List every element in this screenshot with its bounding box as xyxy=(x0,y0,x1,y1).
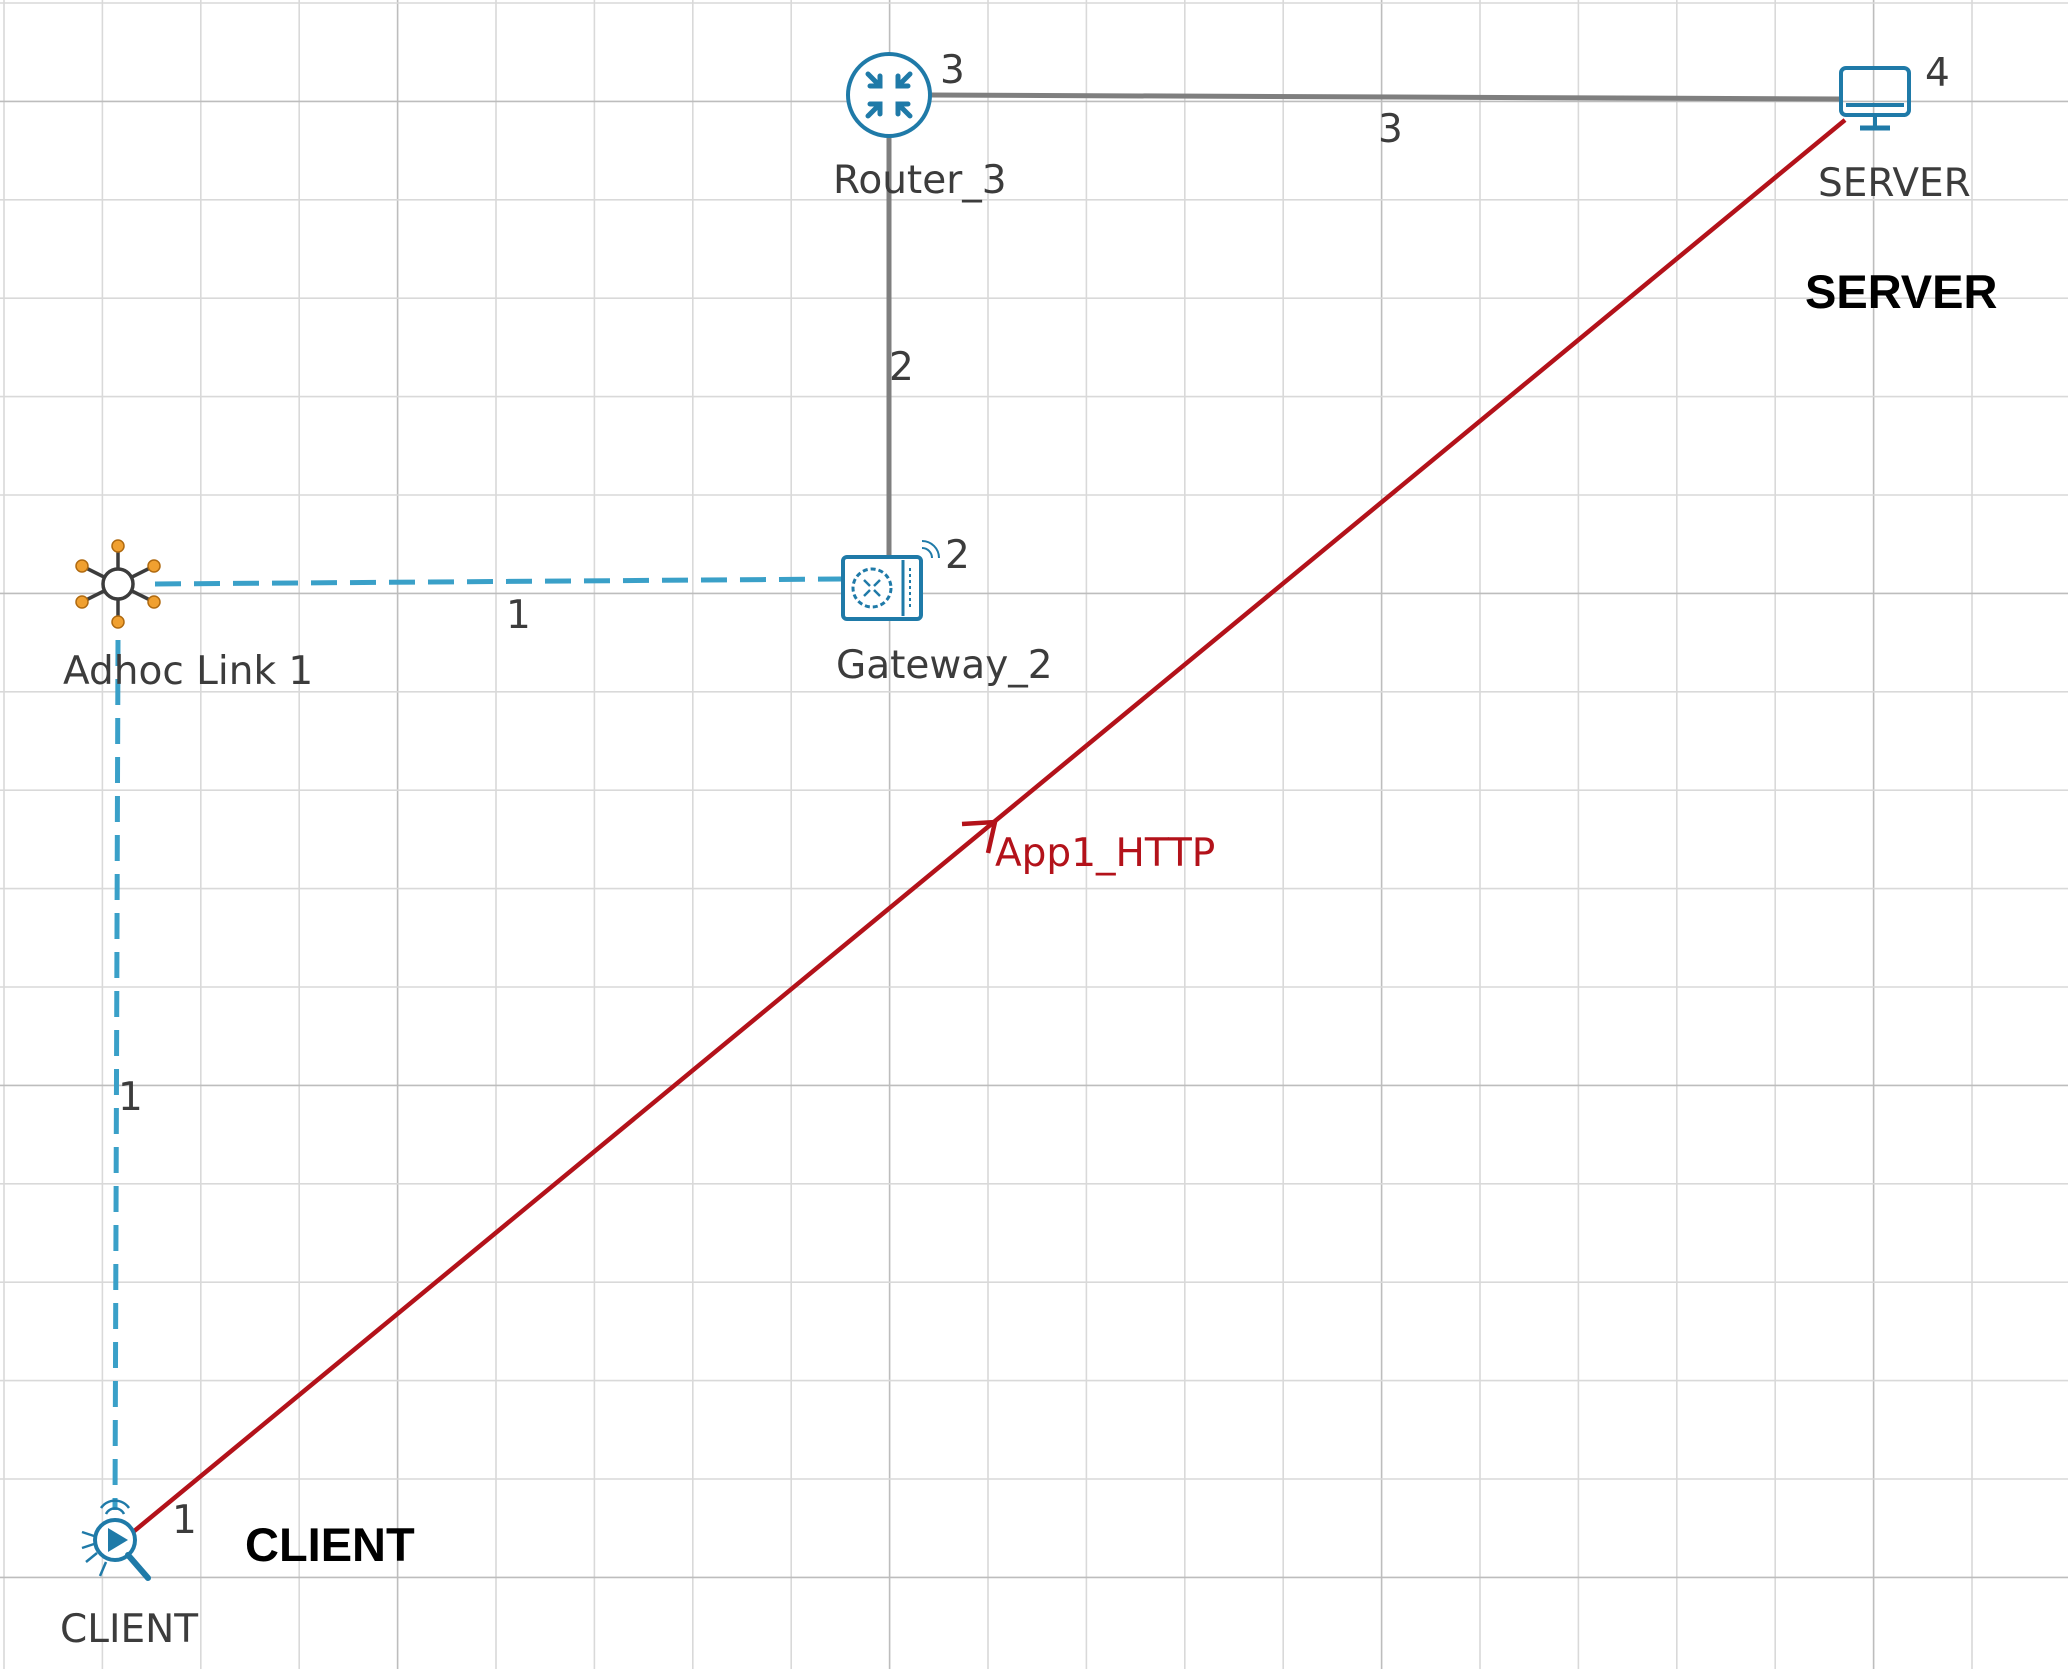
gateway-node[interactable]: 2 Gateway_2 xyxy=(836,533,1053,688)
link-adhoc-gateway[interactable] xyxy=(154,576,843,587)
adhoc-link-label: Adhoc Link 1 xyxy=(63,649,313,694)
router-icon xyxy=(846,52,932,138)
link-adhoc-client[interactable] xyxy=(112,639,121,1511)
app-flow-label: App1_HTTP xyxy=(995,831,1215,876)
server-id: 4 xyxy=(1925,51,1950,96)
link-label-adhoc-client: 1 xyxy=(118,1075,143,1120)
server-node[interactable]: 4 SERVER xyxy=(1818,51,1971,206)
wireless-node-icon xyxy=(81,1499,151,1581)
router-id: 3 xyxy=(940,48,965,93)
link-label-adhoc-gateway: 1 xyxy=(506,593,531,638)
link-router-server[interactable] xyxy=(929,92,1841,102)
server-annotation: SERVER xyxy=(1805,265,1997,318)
link-label-router-server: 3 xyxy=(1378,107,1403,152)
app-flow-line[interactable] xyxy=(125,118,1847,1539)
link-label-router-gateway: 2 xyxy=(889,345,914,390)
router-node[interactable]: 3 Router_3 xyxy=(833,48,1007,203)
adhoc-link-icon xyxy=(75,539,161,629)
client-annotation: CLIENT xyxy=(245,1518,415,1571)
server-label: SERVER xyxy=(1818,161,1971,206)
client-node[interactable]: 1 CLIENT xyxy=(60,1498,198,1652)
client-label: CLIENT xyxy=(60,1607,198,1652)
monitor-icon xyxy=(1839,66,1911,131)
gateway-label: Gateway_2 xyxy=(836,643,1053,688)
gateway-id: 2 xyxy=(945,533,970,578)
client-id: 1 xyxy=(172,1498,197,1543)
adhoc-link-node[interactable]: Adhoc Link 1 xyxy=(63,539,313,694)
router-label: Router_3 xyxy=(833,158,1007,203)
gateway-icon xyxy=(841,540,940,621)
app-flow-arrowhead xyxy=(961,819,998,854)
